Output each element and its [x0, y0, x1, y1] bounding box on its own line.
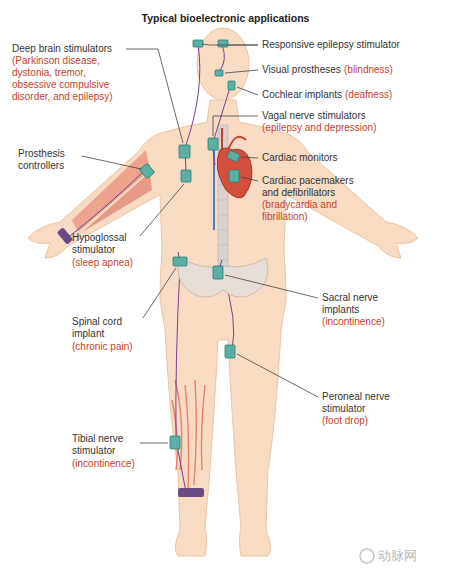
leader-line	[237, 354, 318, 397]
leader-line	[143, 268, 176, 318]
body-silhouette	[28, 100, 418, 556]
device-name: Sacral nerve implants	[322, 292, 394, 316]
leader-line	[225, 275, 318, 298]
watermark: 动脉网	[378, 548, 417, 564]
device-name: Tibial nerve stimulator	[72, 433, 136, 457]
condition-text: (epilepsy and depression)	[262, 122, 377, 134]
condition-text: (incontinence)	[72, 458, 135, 470]
peroneal-device	[225, 345, 235, 358]
condition-text: (incontinence)	[322, 316, 385, 328]
device-name: Cochlear implants	[262, 89, 342, 101]
pelvis	[178, 258, 268, 297]
visual-implant	[215, 70, 223, 76]
leader-line	[241, 157, 258, 158]
leg-nerve	[176, 266, 234, 492]
diagram-title: Typical bioelectronic applications	[0, 12, 451, 24]
leg-vessel	[172, 380, 205, 490]
leader-line	[140, 443, 168, 444]
device-name: Cardiac monitors	[262, 152, 338, 164]
device-name: Cardiac pacemakers and defibrillators	[262, 175, 362, 199]
leader-line	[213, 116, 258, 136]
device-name: Visual prostheses	[262, 64, 341, 76]
leader-line	[126, 49, 183, 143]
condition-text: (bradycardia and fibrillation)	[262, 199, 350, 223]
tibial-device	[170, 436, 180, 449]
watermark-icon	[360, 549, 374, 563]
heart	[217, 148, 252, 198]
arm-nerve	[70, 165, 150, 236]
device-name: Hypoglossal stimulator	[72, 232, 136, 256]
condition-text: (foot drop)	[322, 415, 368, 427]
condition-text: (sleep apnea)	[72, 257, 133, 269]
leader-line	[228, 45, 258, 46]
sacral-implant	[213, 266, 223, 279]
leader-line	[82, 156, 141, 169]
ankle-band	[178, 488, 204, 497]
head-electrode	[218, 40, 228, 47]
condition-text: (Parkinson disease, dystonia, tremor, ob…	[12, 55, 130, 103]
cardiac-monitor	[227, 150, 240, 162]
aorta	[222, 128, 246, 150]
device-name: Responsive epilepsy stimulator	[262, 39, 400, 51]
leader-line	[241, 177, 258, 181]
condition-text: (blindness)	[344, 64, 393, 76]
device-name: Peroneal nerve stimulator	[322, 391, 404, 415]
device-name: Prosthesis controllers	[18, 148, 80, 172]
pacemaker	[229, 170, 239, 182]
leader-line	[225, 70, 258, 73]
hypoglossal-device	[181, 170, 191, 182]
leader-line	[202, 44, 258, 45]
device-name: Vagal nerve stimulators	[262, 110, 366, 122]
device-name: Deep brain stimulators	[12, 43, 112, 55]
condition-text: (chronic pain)	[72, 341, 133, 353]
dbs-device	[179, 145, 190, 158]
leader-line	[237, 87, 258, 95]
leader-line	[140, 184, 184, 236]
vagal-device	[208, 138, 218, 150]
arm-muscle	[66, 172, 152, 242]
spinal-implant	[173, 257, 187, 266]
prosthesis-controller	[139, 163, 154, 179]
condition-text: (deafness)	[345, 89, 392, 101]
cochlear-implant	[228, 81, 235, 90]
device-name: Spinal cord implant	[72, 316, 138, 340]
wrist-band	[57, 227, 73, 244]
head-electrode	[193, 40, 203, 47]
